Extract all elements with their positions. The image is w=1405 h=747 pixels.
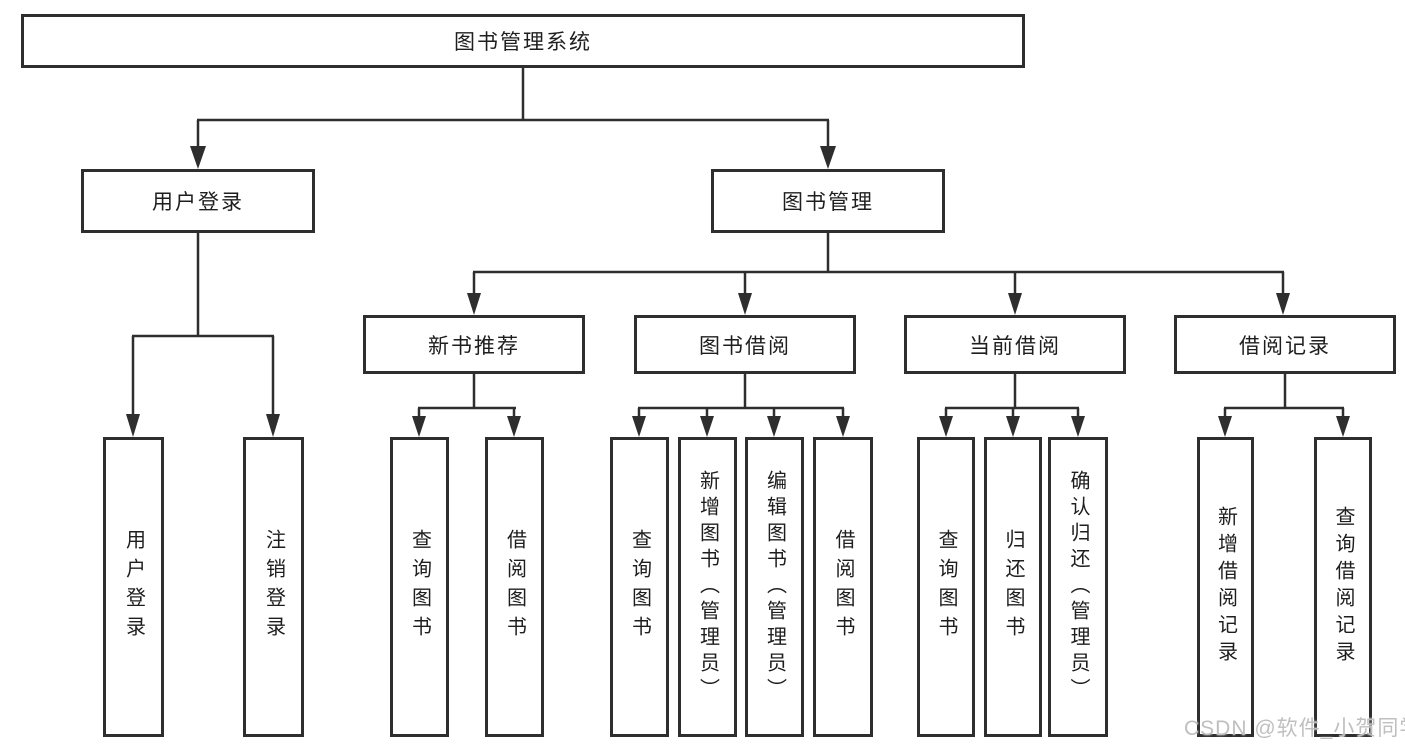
leaf-return-book: 归还图书: [984, 437, 1042, 737]
node-label: 新增借阅记录: [1214, 506, 1237, 668]
node-label: 图书管理: [782, 191, 874, 214]
leaf-borrow-books: 借阅图书: [813, 437, 873, 737]
connector-book-mgmt-to-level3: [467, 233, 1290, 315]
leaf-query-books-borrow: 查询图书: [610, 437, 669, 737]
node-label: 编辑图书（管理员）: [763, 470, 786, 704]
node-book-management: 图书管理: [711, 169, 945, 233]
connector-borrow-record-children: [1218, 374, 1350, 437]
node-label: 图书管理系统: [454, 31, 592, 54]
watermark: CSDN @软件_小贺同学: [1184, 717, 1405, 740]
node-label: 借阅图书: [832, 529, 854, 645]
leaf-query-books-recommend: 查询图书: [390, 437, 449, 737]
node-label: 查询图书: [935, 529, 957, 645]
node-label: 查询借阅记录: [1332, 506, 1354, 668]
node-label: 归还图书: [1002, 529, 1024, 645]
node-label: 当前借阅: [969, 334, 1061, 358]
connector-book-borrow-children: [632, 374, 850, 437]
leaf-confirm-return-admin: 确认归还（管理员）: [1048, 437, 1108, 737]
node-borrow-records: 借阅记录: [1174, 315, 1396, 374]
node-library-system: 图书管理系统: [21, 14, 1025, 68]
node-user-login: 用户登录: [81, 169, 315, 233]
leaf-query-books-current: 查询图书: [917, 437, 975, 737]
node-label: 图书借阅: [699, 334, 791, 358]
node-label: 注销登录: [262, 529, 285, 645]
node-label: 查询图书: [408, 529, 431, 645]
node-label: 借阅记录: [1239, 334, 1331, 358]
node-label: 新增图书（管理员）: [696, 470, 719, 704]
node-current-borrow: 当前借阅: [904, 315, 1126, 374]
leaf-query-borrow-record: 查询借阅记录: [1314, 437, 1372, 737]
node-label: 用户登录: [152, 191, 244, 214]
node-label: 查询图书: [628, 529, 651, 645]
leaf-edit-book-admin: 编辑图书（管理员）: [745, 437, 804, 737]
leaf-add-borrow-record: 新增借阅记录: [1197, 437, 1254, 737]
leaf-borrow-books-recommend: 借阅图书: [485, 437, 544, 737]
node-label: 借阅图书: [503, 529, 526, 645]
connector-user-login-children: [126, 233, 280, 437]
node-label: 新书推荐: [428, 334, 520, 358]
leaf-add-book-admin: 新增图书（管理员）: [678, 437, 737, 737]
leaf-user-login: 用户登录: [103, 437, 164, 737]
connector-new-book-children: [412, 374, 521, 437]
node-new-book-recommend: 新书推荐: [363, 315, 585, 374]
node-book-borrow: 图书借阅: [634, 315, 856, 374]
node-label: 确认归还（管理员）: [1067, 470, 1089, 704]
connector-root-to-level2: [190, 68, 836, 169]
node-label: 用户登录: [122, 529, 145, 645]
connector-current-borrow-children: [939, 374, 1085, 437]
leaf-logout: 注销登录: [243, 437, 304, 737]
